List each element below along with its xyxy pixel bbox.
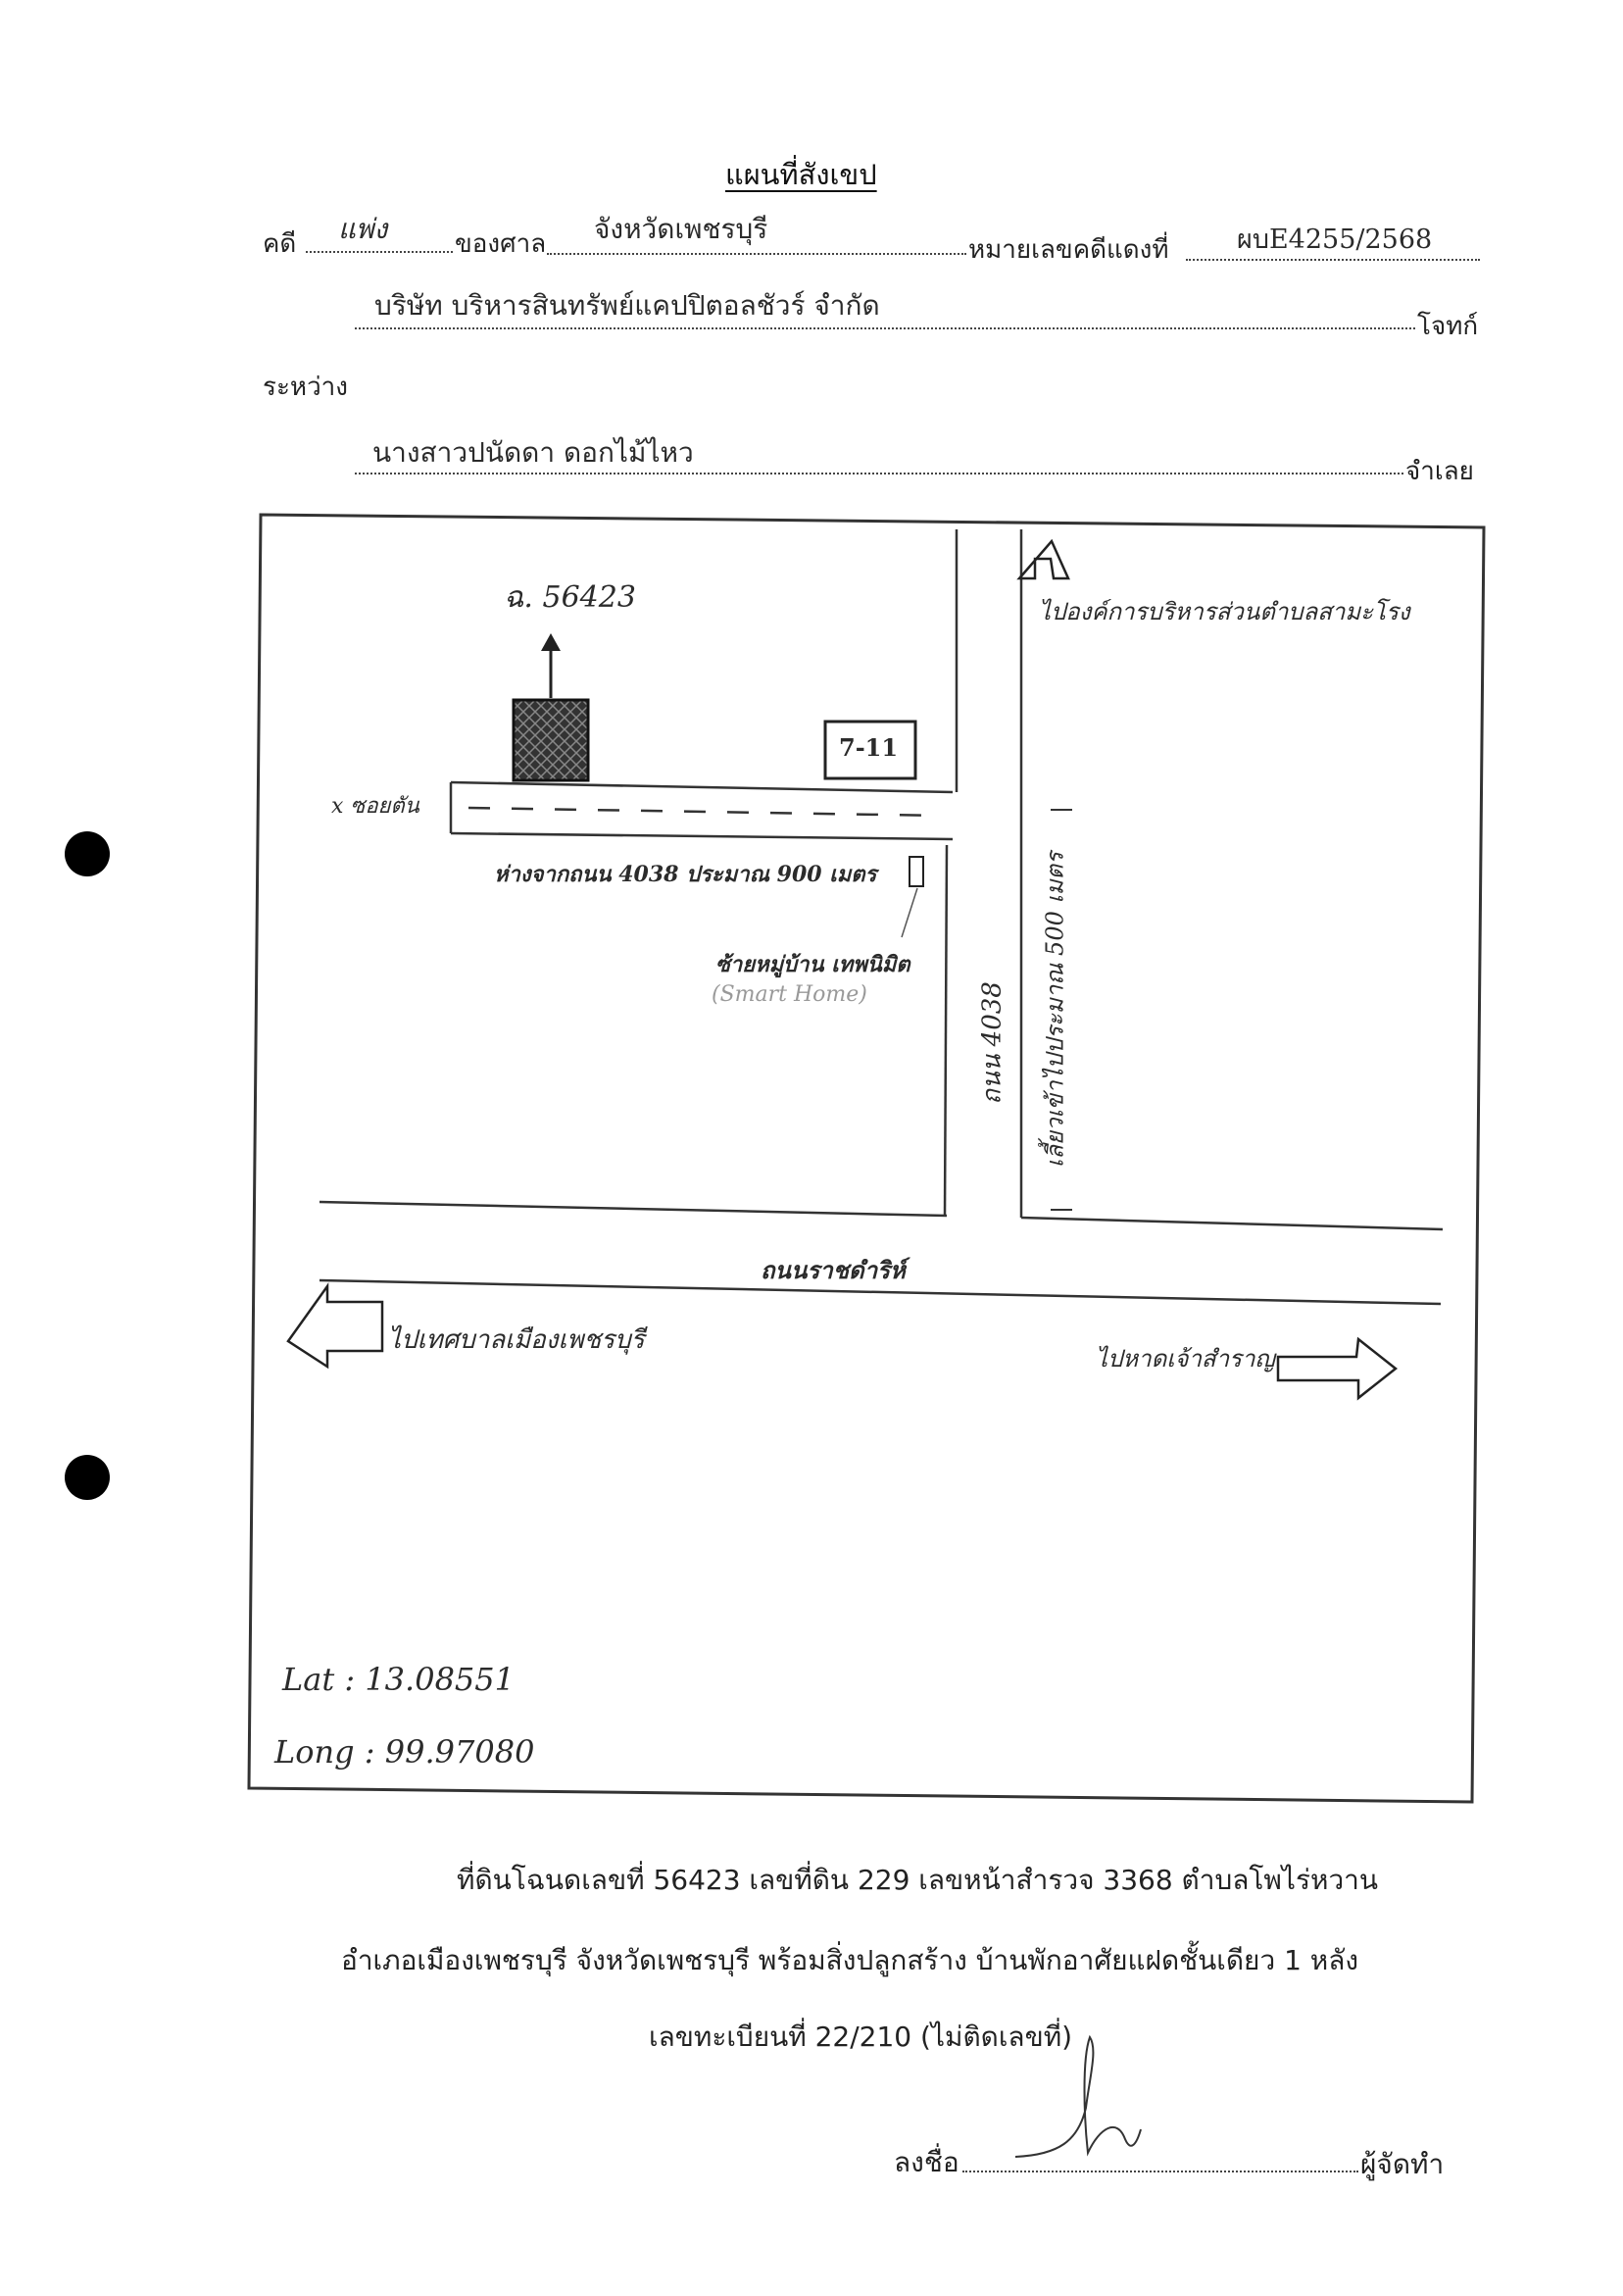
court-name: จังหวัดเพชรบุรี [594,213,768,245]
left-direction-label: ไปเทศบาลเมืองเพชรบุรี [388,1325,645,1355]
main-road-label: ถนนราชดำริห์ [761,1256,906,1284]
soi-label: x ซอยตัน [331,794,419,819]
soi-center-dashes [467,806,942,818]
plaintiff-dotted-line [355,327,1415,329]
sign-label: ลงชื่อ [894,2146,959,2178]
red-case-dotted-line [1186,259,1480,261]
up-direction-arrow [1016,538,1070,580]
soi-bottom-edge [450,831,954,841]
map-frame [247,513,1486,1804]
longitude: Long : 99.97080 [274,1733,535,1771]
landmark-english: (Smart Home) [712,982,867,1007]
road-4038-left-edge-lower [943,844,949,1217]
punch-hole-bottom [65,1455,110,1500]
turn-note: เลี้ยวเข้าไปประมาณ 500 เมตร [1041,852,1069,1168]
block-bottom-line [319,1200,948,1218]
case-type-dotted-line [306,251,453,253]
description-line-3: เลขทะเบียนที่ 22/210 (ไม่ติดเลขที่) [649,2021,1073,2053]
preparer-label: ผู้จัดทำ [1360,2148,1445,2180]
village-marker [909,856,924,887]
latitude: Lat : 13.08551 [282,1661,515,1698]
page-title: แผนที่สังเขป [725,158,877,191]
left-direction-arrow [286,1282,384,1370]
court-dotted-line [547,253,966,255]
plaintiff-name: บริษัท บริหารสินทรัพย์แคปปิตอลชัวร์ จำกั… [374,289,880,322]
seven-eleven-box [823,720,917,780]
right-direction-arrow [1276,1336,1399,1401]
between-label: ระหว่าง [263,373,348,402]
plaintiff-label: โจทก์ [1417,312,1479,341]
description-line-1: ที่ดินโฉนดเลขที่ 56423 เลขที่ดิน 229 เลข… [457,1864,1379,1896]
case-label: คดี [263,229,297,259]
main-road-bottom-edge [319,1278,1442,1306]
signature [1014,2034,1142,2158]
seven-eleven-label: 7-11 [839,733,899,762]
north-arrow-head [541,633,561,651]
red-case-number: ผบE4255/2568 [1237,225,1433,255]
description-line-2: อำเภอเมืองเพชรบุรี จังหวัดเพชรบุรี พร้อม… [341,1944,1359,1976]
distance-note: ห่างจากถนน 4038 ประมาณ 900 เมตร [494,862,877,887]
plot-56423 [512,698,590,782]
road-4038-label: ถนน 4038 [977,981,1008,1105]
defendant-dotted-line [355,473,1403,474]
red-case-label: หมายเลขคดีแดงที่ [968,235,1169,265]
road-4038-right-bottom [1020,1216,1444,1231]
soi-top-edge [450,780,954,794]
right-direction-label: ไปหาดเจ้าสำราญ [1096,1345,1275,1373]
court-label: ของศาล [455,229,547,259]
punch-hole-top [65,831,110,876]
signature-dotted-line [962,2171,1358,2172]
landmark-name: ซ้ายหมู่บ้าน เทพนิมิต [715,952,910,977]
village-pointer [901,887,918,938]
defendant-label: จำเลย [1405,457,1474,486]
plot-label: ฉ. 56423 [504,580,636,615]
top-road-direction: ไปองค์การบริหารส่วนตำบลสามะโรง [1039,598,1410,625]
defendant-name: นางสาวปนัดดา ดอกไม้ไหว [372,436,694,469]
case-type: แพ่ง [338,213,388,245]
